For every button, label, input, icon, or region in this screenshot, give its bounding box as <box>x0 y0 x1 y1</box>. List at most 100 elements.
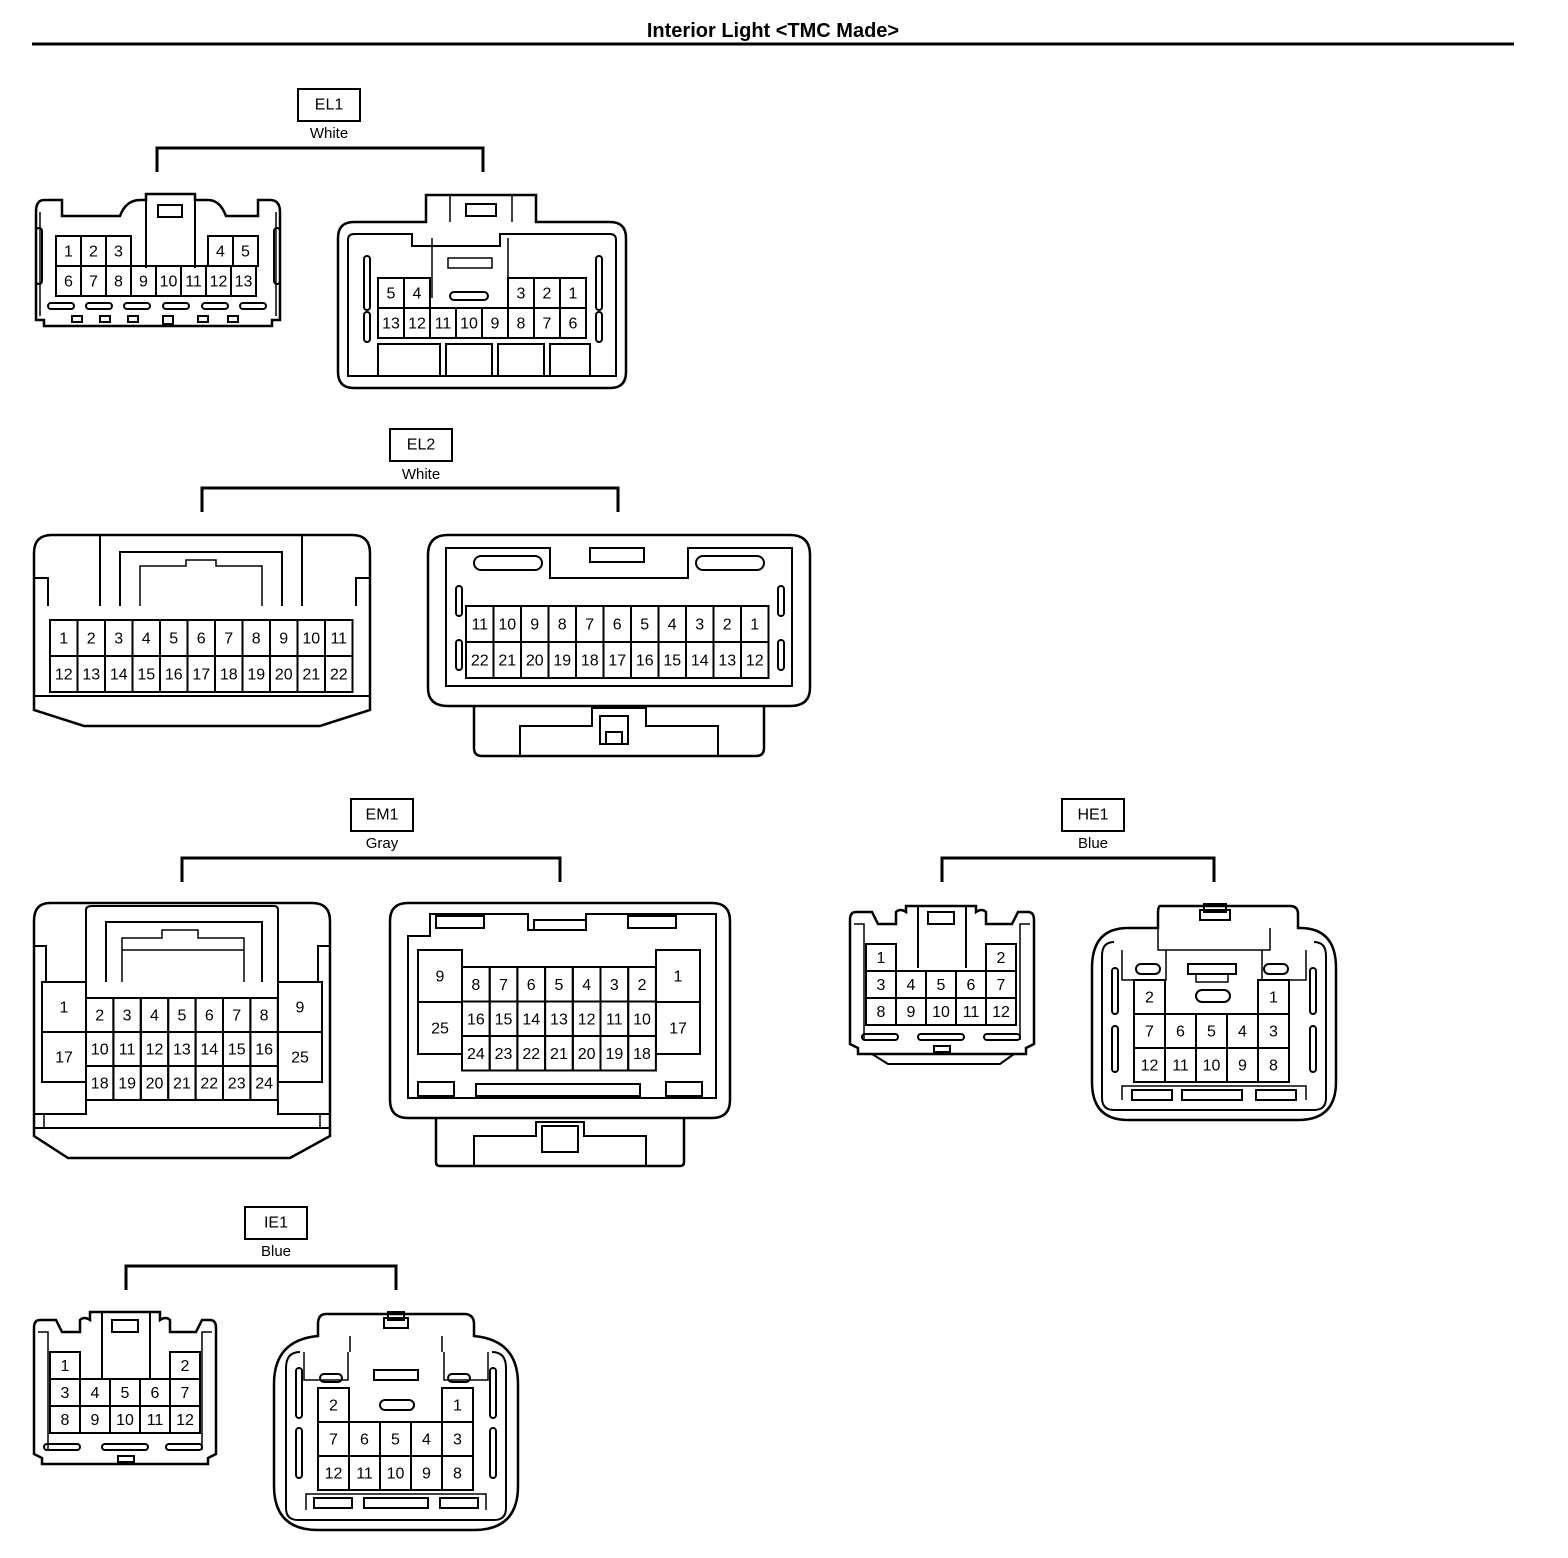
em1-left-pin-13: 13 <box>173 1042 191 1059</box>
el2-right-pin-12: 12 <box>746 653 764 670</box>
connector-id-el1: EL1 <box>315 97 344 114</box>
el2-left-pin-12: 12 <box>55 667 73 684</box>
el2-left-pin-16: 16 <box>165 667 183 684</box>
em1-left-pin-3: 3 <box>123 1008 132 1025</box>
he1-right-pin-5: 5 <box>1207 1024 1216 1041</box>
he1-left-pin-5: 5 <box>937 977 946 994</box>
el1-left-pin-3: 3 <box>114 244 123 261</box>
em1-right-pin-17: 17 <box>669 1021 687 1038</box>
el1-right-pin-6: 6 <box>569 316 578 333</box>
ie1-left-pin-3: 3 <box>61 1385 70 1402</box>
el2-left-pin-7: 7 <box>224 631 233 648</box>
el1-right-pin-4: 4 <box>413 286 422 303</box>
ie1-left-pin-7: 7 <box>181 1385 190 1402</box>
he1-right-pin-7: 7 <box>1145 1024 1154 1041</box>
he1-right-pin-12: 12 <box>1141 1058 1159 1075</box>
el1-right-pin-2: 2 <box>543 286 552 303</box>
el1-right-pin-7: 7 <box>543 316 552 333</box>
em1-left-pin-22: 22 <box>200 1076 218 1093</box>
em1-left-pin-8: 8 <box>260 1008 269 1025</box>
em1-right-pin-13: 13 <box>550 1011 568 1028</box>
he1-left-pin-11: 11 <box>963 1004 980 1021</box>
el1-left-pin-10: 10 <box>160 274 178 291</box>
em1-left-pin-20: 20 <box>146 1076 164 1093</box>
pin-cell <box>1257 1047 1290 1083</box>
em1-left-pin-7: 7 <box>232 1008 241 1025</box>
el2-left-pin-4: 4 <box>142 631 151 648</box>
el1-left-pin-9: 9 <box>139 274 148 291</box>
em1-right-pin-14: 14 <box>522 1011 540 1028</box>
he1-right-pin-1: 1 <box>1269 990 1278 1007</box>
em1-left-pin-2: 2 <box>95 1008 104 1025</box>
he1-right-pin-6: 6 <box>1176 1024 1185 1041</box>
el2-right-pin-4: 4 <box>668 617 677 634</box>
ie1-left-pin-9: 9 <box>91 1412 100 1429</box>
connector-label-el2: EL2 White <box>200 428 620 512</box>
connector-label-em1: EM1 Gray <box>180 798 562 882</box>
el2-right-pin-14: 14 <box>691 653 709 670</box>
connector-color-el1: White <box>310 125 348 142</box>
ie1-right-pin-9: 9 <box>422 1466 431 1483</box>
ie1-right-pin-6: 6 <box>360 1432 369 1449</box>
el1-right-pin-5: 5 <box>387 286 396 303</box>
he1-right-pin-3: 3 <box>1269 1024 1278 1041</box>
connector-id-he1: HE1 <box>1077 807 1108 824</box>
el2-right-pin-6: 6 <box>613 617 622 634</box>
he1-right-pin-11: 11 <box>1172 1058 1189 1075</box>
el2-left-pin-8: 8 <box>252 631 261 648</box>
el1-left-pin-5: 5 <box>241 244 250 261</box>
em1-right-pin-1: 1 <box>674 969 683 986</box>
el1-left-pin-12: 12 <box>210 274 228 291</box>
el2-left-pin-2: 2 <box>87 631 96 648</box>
el2-left-pin-9: 9 <box>279 631 288 648</box>
em1-left-pin-6: 6 <box>205 1008 214 1025</box>
connector-color-em1: Gray <box>366 835 399 852</box>
el2-left-pin-18: 18 <box>220 667 238 684</box>
em1-left-pin-15: 15 <box>228 1042 246 1059</box>
el1-right-pin-9: 9 <box>491 316 500 333</box>
el2-left-pin-11: 11 <box>330 631 347 648</box>
ie1-left-pin-11: 11 <box>147 1412 164 1429</box>
el1-left-pin-2: 2 <box>89 244 98 261</box>
em1-left-pin-5: 5 <box>177 1008 186 1025</box>
he1-left-pin-12: 12 <box>992 1004 1010 1021</box>
connector-color-el2: White <box>402 466 440 483</box>
em1-left-pin-23: 23 <box>228 1076 246 1093</box>
ie1-right-pin-1: 1 <box>453 1398 462 1415</box>
el2-left-pin-20: 20 <box>275 667 293 684</box>
connector-id-el2: EL2 <box>407 437 436 454</box>
em1-right-pin-22: 22 <box>522 1046 540 1063</box>
el2-left-pin-10: 10 <box>302 631 320 648</box>
el2-right-pin-7: 7 <box>585 617 594 634</box>
el2-right-pin-20: 20 <box>526 653 544 670</box>
em1-left-pin-25: 25 <box>291 1050 309 1067</box>
connector-label-ie1: IE1 Blue <box>124 1206 398 1290</box>
connector-id-em1: EM1 <box>366 807 399 824</box>
el2-left-pin-17: 17 <box>192 667 210 684</box>
ie1-left-pin-8: 8 <box>61 1412 70 1429</box>
el2-right-pin-10: 10 <box>498 617 516 634</box>
em1-right-pin-19: 19 <box>605 1046 623 1063</box>
ie1-right-pin-3: 3 <box>453 1432 462 1449</box>
ie1-left-pin-2: 2 <box>181 1358 190 1375</box>
el1-left-pin-13: 13 <box>235 274 253 291</box>
em1-right-pin-4: 4 <box>582 977 591 994</box>
el2-right-pin-17: 17 <box>608 653 626 670</box>
em1-left-pin-11: 11 <box>119 1042 136 1059</box>
ie1-left-pin-5: 5 <box>121 1385 130 1402</box>
he1-left-pin-4: 4 <box>907 977 916 994</box>
el2-left-pin-22: 22 <box>330 667 348 684</box>
em1-right-pin-8: 8 <box>471 977 480 994</box>
el2-left-pin-19: 19 <box>247 667 265 684</box>
el2-right-pin-15: 15 <box>663 653 681 670</box>
em1-left-pin-21: 21 <box>173 1076 191 1093</box>
he1-left-pin-2: 2 <box>997 950 1006 967</box>
he1-right-pin-4: 4 <box>1238 1024 1247 1041</box>
ie1-right-pin-12: 12 <box>325 1466 343 1483</box>
he1-right-pin-8: 8 <box>1269 1058 1278 1075</box>
